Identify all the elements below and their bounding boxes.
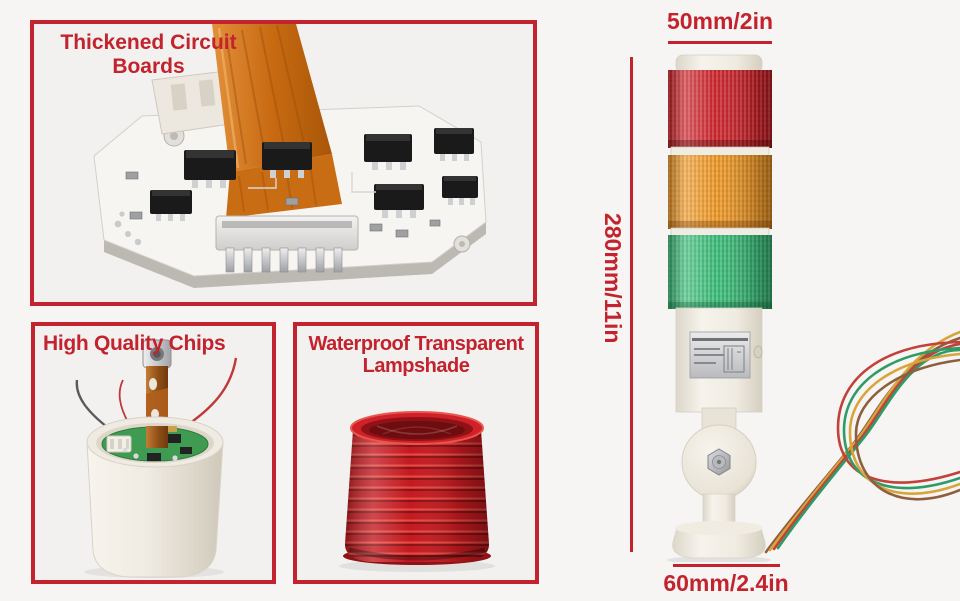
callout-title-chips: High Quality Chips: [43, 332, 226, 355]
circuit-board-photo: [93, 24, 487, 288]
tower-light-photo: [667, 54, 772, 562]
tower-segment-orange: [668, 155, 772, 229]
callout-title-lampshade: Waterproof Transparent Lampshade: [308, 333, 524, 378]
tower-label: [689, 331, 751, 379]
dimension-base-label: 60mm/2.4in: [663, 570, 789, 596]
dimension-base-line: [673, 564, 780, 567]
wires-photo: [764, 330, 960, 554]
lampshade-photo: [339, 411, 495, 572]
callout-circuit-boards: Thickened Circuit Boards: [30, 20, 537, 306]
dimension-height-label: 280mm/11in: [600, 213, 626, 344]
callout-title-circuit: Thickened Circuit Boards: [60, 31, 237, 78]
chips-photo: [75, 339, 238, 578]
callout-high-quality-chips: High Quality Chips: [31, 322, 276, 584]
callout-lampshade: Waterproof Transparent Lampshade: [293, 322, 539, 584]
dimension-height-line: [630, 57, 633, 552]
tower-segment-red: [668, 70, 772, 148]
dimension-top-label: 50mm/2in: [666, 8, 774, 34]
tower-segment-green: [668, 235, 772, 309]
dimension-top-line: [668, 41, 772, 44]
